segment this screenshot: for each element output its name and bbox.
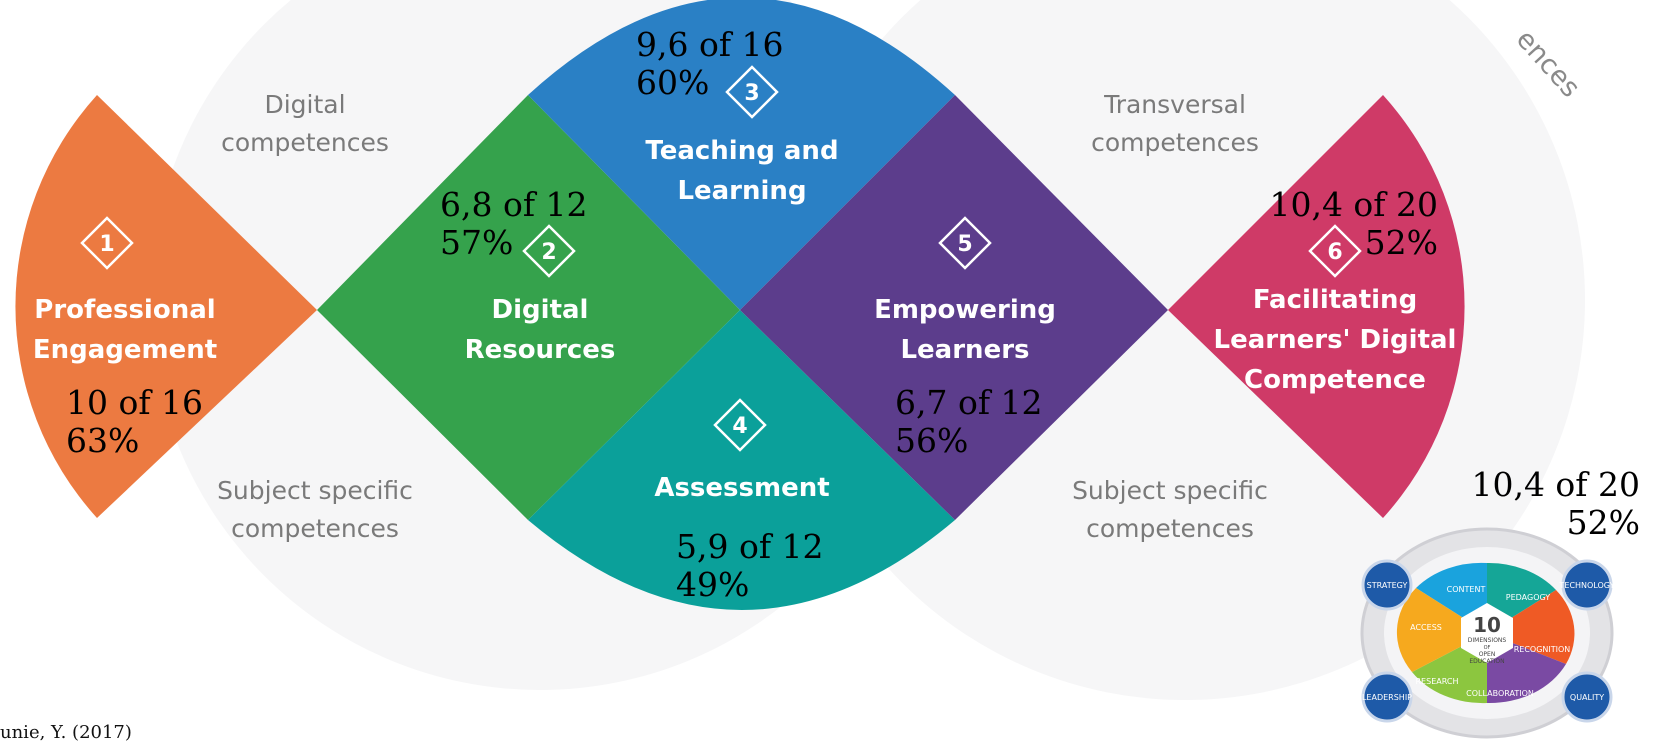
area-3-teaching-learning <box>528 0 955 310</box>
svg-text:OF: OF <box>1484 645 1491 651</box>
center-hexagon <box>1461 603 1513 663</box>
title-assessment: Assessment <box>654 473 830 503</box>
badge-6: 6 <box>1308 224 1362 278</box>
area-2-digital-resources <box>317 95 740 520</box>
svg-text:STRATEGY: STRATEGY <box>1367 581 1408 590</box>
svg-text:CONTENT: CONTENT <box>1447 585 1486 594</box>
svg-text:6: 6 <box>1327 240 1342 265</box>
svg-text:2: 2 <box>541 240 556 265</box>
svg-text:4: 4 <box>732 414 747 439</box>
svg-text:ACCESS: ACCESS <box>1410 623 1442 632</box>
badge-1: 1 <box>80 216 134 270</box>
area-1-professional-engagement <box>15 95 317 518</box>
citation: unie, Y. (2017) <box>0 722 132 743</box>
badge-4: 4 <box>713 398 767 452</box>
segment-access <box>1396 588 1487 672</box>
open-education-wheel: 10 DIMENSIONS OF OPEN EDUCATION CONTENT … <box>1360 527 1615 739</box>
badge-5: 5 <box>938 216 992 270</box>
svg-text:1: 1 <box>99 232 114 257</box>
badge-3: 3 <box>725 65 779 119</box>
area-4-assessment <box>528 310 955 610</box>
area-5-empowering-learners <box>740 95 1168 520</box>
leadership-circle <box>1361 671 1413 723</box>
svg-text:10: 10 <box>1473 613 1501 637</box>
svg-text:OPEN: OPEN <box>1479 651 1496 658</box>
svg-text:3: 3 <box>744 81 759 106</box>
svg-text:EDUCATION: EDUCATION <box>1469 658 1504 665</box>
technology-circle <box>1561 559 1613 611</box>
badge-2: 2 <box>522 224 576 278</box>
quality-circle <box>1561 671 1613 723</box>
svg-text:PEDAGOGY: PEDAGOGY <box>1506 593 1551 602</box>
svg-text:DIMENSIONS: DIMENSIONS <box>1468 637 1507 644</box>
svg-text:COLLABORATION: COLLABORATION <box>1466 689 1534 698</box>
strategy-circle <box>1361 559 1413 611</box>
segment-recognition <box>1487 590 1575 664</box>
svg-text:5: 5 <box>957 232 972 257</box>
svg-text:QUALITY: QUALITY <box>1570 693 1604 702</box>
svg-text:TECHNOLOGY: TECHNOLOGY <box>1559 581 1615 590</box>
area-6-facilitating <box>1168 95 1465 518</box>
svg-text:RECOGNITION: RECOGNITION <box>1514 645 1571 654</box>
svg-text:RESEARCH: RESEARCH <box>1416 677 1459 686</box>
svg-text:LEADERSHIP: LEADERSHIP <box>1362 693 1412 702</box>
